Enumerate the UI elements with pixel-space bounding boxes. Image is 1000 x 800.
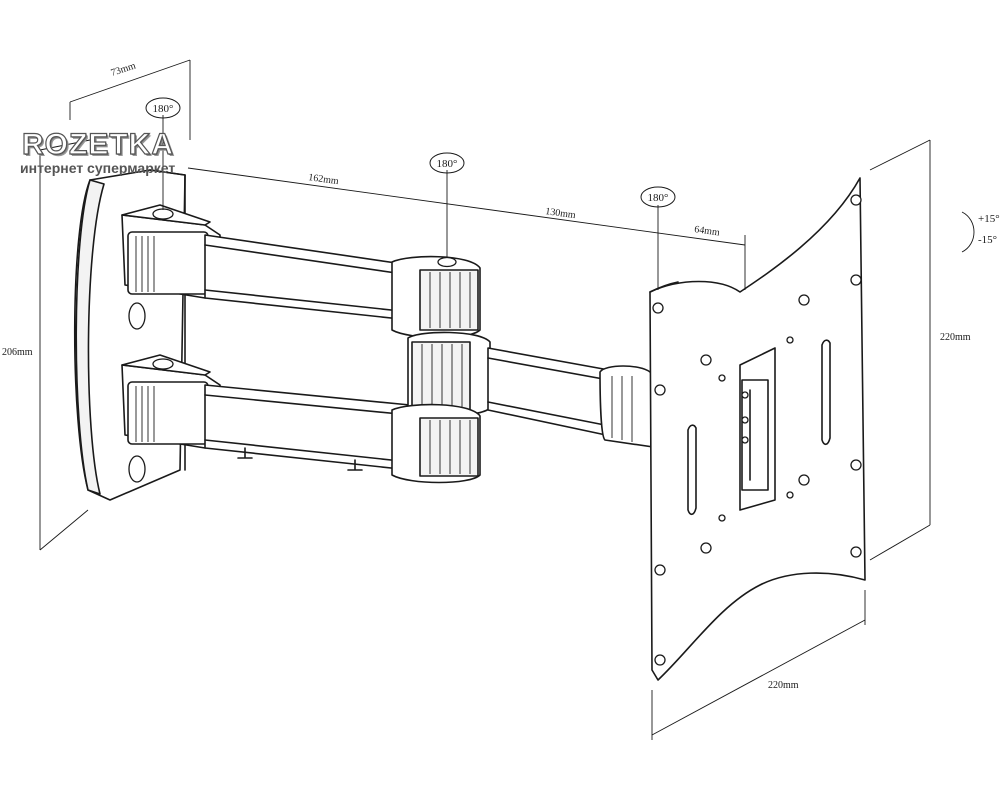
rozetka-tagline: интернет супермаркет bbox=[20, 160, 176, 176]
lower-arm bbox=[121, 331, 491, 484]
arm-length-1-label: 162mm bbox=[308, 172, 340, 187]
bracket-depth-label: 73mm bbox=[110, 60, 138, 78]
plate-offset-label: 64mm bbox=[694, 224, 721, 238]
arm-length-2-label: 130mm bbox=[545, 206, 577, 221]
middle-pivot-badge bbox=[429, 152, 465, 174]
wall-pivot-angle: 180° bbox=[153, 103, 174, 115]
tilt-down-label: -15° bbox=[978, 234, 997, 246]
plate-pivot-badge bbox=[640, 186, 676, 208]
rozetka-logo: ROZETKA bbox=[21, 128, 174, 161]
vesa-plate bbox=[649, 177, 866, 681]
wall-pivot-badge bbox=[145, 97, 181, 119]
tilt-up-label: +15° bbox=[978, 213, 1000, 225]
plate-pivot-angle: 180° bbox=[648, 192, 669, 204]
upper-arm bbox=[121, 204, 481, 339]
rotation-badges: 180° 180° 180° +15° -15° bbox=[145, 97, 1000, 246]
plate-width-label: 220mm bbox=[768, 680, 799, 691]
dimension-lines bbox=[39, 59, 975, 740]
plate-height-label: 220mm bbox=[940, 332, 971, 343]
middle-pivot-angle: 180° bbox=[437, 158, 458, 170]
forward-arm bbox=[487, 347, 661, 449]
wall-plate-height-label: 206mm bbox=[2, 347, 33, 358]
